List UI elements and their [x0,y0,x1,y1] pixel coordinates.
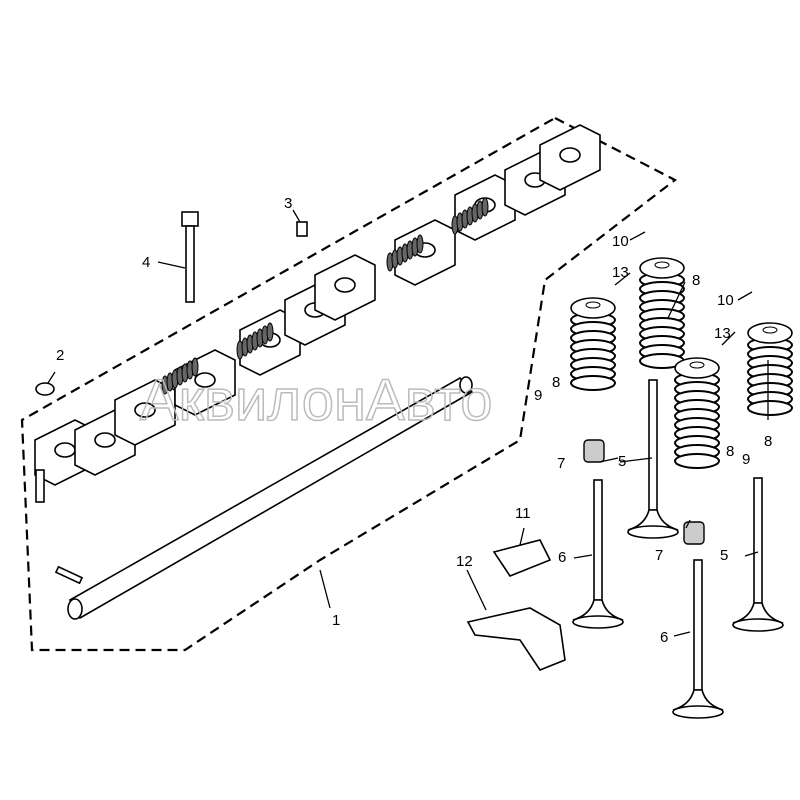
shaft-spring-coil [191,357,199,377]
callout-13a: 13 [612,264,629,281]
valve-spring [747,322,793,416]
bolt [181,211,199,303]
valve [572,479,624,629]
adjust-screw [35,469,45,503]
callout-11: 11 [515,505,531,522]
leader-lines [47,209,769,637]
callout-1: 1 [332,612,340,629]
pin [296,221,308,237]
valve-spring [674,357,720,469]
rocker-arm [539,124,601,191]
callout-8a: 8 [552,374,560,391]
callout-5a: 5 [618,453,626,470]
shaft-spring-coil [416,234,424,254]
rocker-arm [314,254,376,321]
callout-8c: 8 [726,443,734,460]
watermark: АквилонАвто [140,368,492,433]
callout-9a: 9 [534,387,542,404]
callout-3: 3 [284,195,292,212]
callout-6a: 6 [558,549,566,566]
callout-10b: 10 [717,292,734,309]
callout-4: 4 [142,254,150,271]
callout-8b: 8 [692,272,700,289]
nut [35,382,55,396]
bridge [492,539,552,577]
callout-10a: 10 [612,233,629,250]
valve-spring [639,257,685,369]
shaft-springs [161,197,489,395]
callout-13b: 13 [714,325,731,342]
rocker-arm [114,379,176,446]
shaft-spring-coil [481,197,489,217]
assembly-outline [20,116,678,652]
callout-7a: 7 [557,455,565,472]
valves [572,379,784,719]
valve-springs [570,257,793,469]
valve-seal [683,521,705,545]
callout-5b: 5 [720,547,728,564]
valve-seal [583,439,605,463]
valve [627,379,679,539]
valve [732,477,784,632]
rocker-shaft [67,376,474,620]
callout-12: 12 [456,553,473,570]
valve [672,559,724,719]
bracket [466,607,566,671]
callout-9b: 9 [742,451,750,468]
dowel-pin [54,565,84,585]
callout-2: 2 [56,347,64,364]
valve-spring [570,297,616,391]
callout-8d: 8 [764,433,772,450]
callout-6b: 6 [660,629,668,646]
callout-7b: 7 [655,547,663,564]
rocker-arms [34,124,601,486]
shaft-spring-coil [266,322,274,342]
